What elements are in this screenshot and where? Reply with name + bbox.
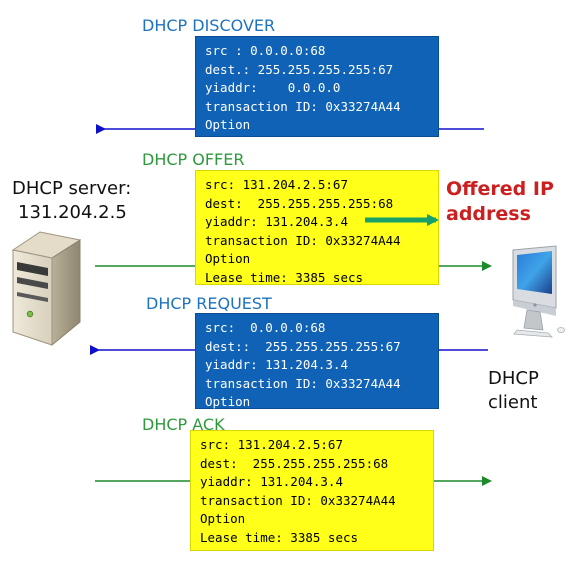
server-label: DHCP server: 131.204.2.5 [12,177,131,225]
offer-line: transaction ID: 0x33274A44 [205,232,401,248]
ack-line: transaction ID: 0x33274A44 [200,492,396,508]
request-line: transaction ID: 0x33274A44 [205,375,401,391]
offered-ip-label-line2: address [446,203,531,225]
ack-line: Lease time: 3385 secs [200,529,359,545]
offer-title: DHCP OFFER [142,150,245,169]
client-label: DHCP client [488,367,539,415]
client-label-line1: DHCP [488,368,539,389]
request-title: DHCP REQUEST [146,294,272,313]
offer-message-box: src: 131.204.2.5:67 dest: 255.255.255.25… [195,170,439,285]
request-message-box: src: 0.0.0.0:68 dest:: 255.255.255.255:6… [195,313,439,409]
offer-line: src: 131.204.2.5:67 [205,177,348,192]
discover-line: transaction ID: 0x33274A44 [205,98,401,114]
ack-line: yiaddr: 131.204.3.4 [200,474,343,490]
server-address: 131.204.2.5 [18,202,127,223]
discover-title: DHCP DISCOVER [142,16,276,35]
server-label-line1: DHCP server: [12,178,132,199]
offer-line: Option [205,251,251,267]
offer-line: dest: 255.255.255.255:68 [205,195,394,211]
request-line: dest:: 255.255.255.255:67 [205,338,401,354]
offered-ip-label-line1: Offered IP [446,178,554,200]
offer-line: Lease time: 3385 secs [205,269,364,285]
discover-line: Option [205,117,251,133]
offer-line: yiaddr: 131.204.3.4 [205,214,348,230]
offered-ip-label: Offered IP address [446,177,554,227]
discover-line: yiaddr: 0.0.0.0 [205,80,341,96]
ack-line: dest: 255.255.255.255:68 [200,455,389,471]
discover-line: dest.: 255.255.255.255:67 [205,61,394,77]
discover-line: src : 0.0.0.0:68 [205,43,326,58]
ack-message-box: src: 131.204.2.5:67 dest: 255.255.255.25… [190,430,434,551]
request-line: src: 0.0.0.0:68 [205,320,326,335]
request-line: Option [205,394,251,410]
discover-message-box: src : 0.0.0.0:68 dest.: 255.255.255.255:… [195,36,439,137]
request-line: yiaddr: 131.204.3.4 [205,357,348,373]
client-label-line2: client [488,392,538,413]
ack-line: src: 131.204.2.5:67 [200,437,343,452]
ack-line: Option [200,511,246,527]
ack-title: DHCP ACK [142,415,225,434]
